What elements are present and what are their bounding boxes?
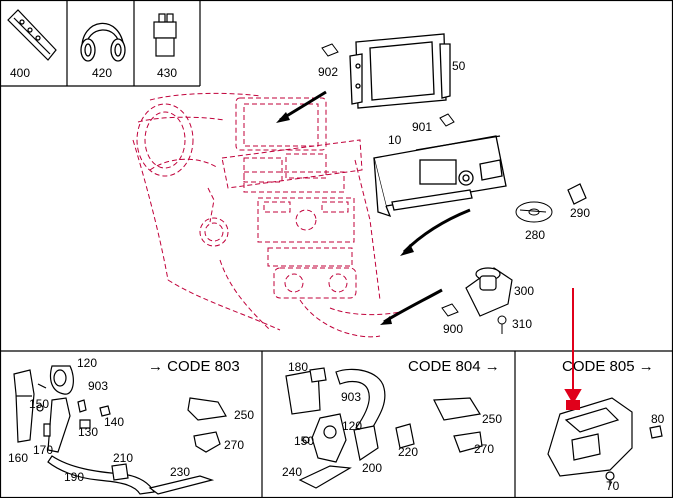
label-400: 400 bbox=[10, 66, 31, 80]
panel-804-parts bbox=[285, 367, 483, 489]
sd-card-drawing bbox=[567, 183, 587, 205]
label-300: 300 bbox=[514, 284, 535, 298]
connector-902-drawing bbox=[321, 43, 339, 57]
label-230-left: 230 bbox=[170, 465, 191, 479]
label-70-right: 70 bbox=[606, 479, 620, 493]
label-160-left: 160 bbox=[8, 451, 29, 465]
pointer-arrows bbox=[279, 90, 471, 324]
code-804-text: CODE 804 bbox=[408, 358, 481, 375]
label-280: 280 bbox=[525, 228, 546, 242]
head-unit-drawing bbox=[373, 135, 507, 218]
label-250-left: 250 bbox=[234, 408, 255, 422]
label-250-mid: 250 bbox=[482, 412, 503, 426]
label-420: 420 bbox=[92, 66, 113, 80]
panel-804-code: CODE 804 → bbox=[408, 359, 500, 374]
dashboard-interior-sketch bbox=[132, 92, 401, 338]
label-200-mid: 200 bbox=[362, 461, 383, 475]
remote-control-drawing bbox=[7, 9, 57, 61]
panel-805-code: CODE 805 → bbox=[562, 359, 654, 374]
arrow-right-icon: → bbox=[638, 358, 654, 375]
label-430: 430 bbox=[157, 66, 178, 80]
label-10: 10 bbox=[388, 133, 402, 147]
callout-arrow bbox=[564, 288, 582, 404]
controller-drawing bbox=[465, 267, 513, 317]
label-170-left: 170 bbox=[33, 443, 54, 457]
label-900: 900 bbox=[443, 322, 464, 336]
panel-803-code: → CODE 803 bbox=[148, 359, 240, 374]
label-150-mid: 150 bbox=[294, 434, 315, 448]
headphones-drawing bbox=[80, 22, 126, 62]
label-901: 901 bbox=[412, 120, 433, 134]
label-902: 902 bbox=[318, 65, 339, 79]
code-803-text: CODE 803 bbox=[167, 358, 240, 375]
connector-900-drawing bbox=[441, 303, 459, 317]
label-50: 50 bbox=[452, 59, 466, 73]
label-270-left: 270 bbox=[224, 438, 245, 452]
label-150-left: 150 bbox=[29, 397, 50, 411]
label-310: 310 bbox=[512, 317, 533, 331]
label-130-left: 130 bbox=[78, 425, 99, 439]
panel-805-parts bbox=[547, 397, 663, 486]
callout-box bbox=[566, 400, 580, 410]
arrow-right-icon: → bbox=[148, 358, 163, 375]
label-240-mid: 240 bbox=[282, 465, 303, 479]
panel-803-parts bbox=[13, 365, 227, 495]
label-270-mid: 270 bbox=[474, 442, 495, 456]
label-80-right: 80 bbox=[651, 412, 665, 426]
disc-drawing bbox=[515, 201, 553, 223]
label-120-mid: 120 bbox=[342, 419, 363, 433]
arrow-right-icon: → bbox=[484, 358, 500, 375]
code-805-text: CODE 805 bbox=[562, 358, 635, 375]
adapter-drawing bbox=[153, 13, 177, 57]
label-220-mid: 220 bbox=[398, 445, 419, 459]
label-290: 290 bbox=[570, 206, 591, 220]
connector-901-drawing bbox=[439, 113, 455, 127]
screw-310-drawing bbox=[497, 315, 507, 334]
display-unit-drawing bbox=[349, 33, 451, 109]
label-903-mid: 903 bbox=[341, 390, 362, 404]
label-210-left: 210 bbox=[113, 451, 134, 465]
label-190-left: 190 bbox=[64, 470, 85, 484]
label-140-left: 140 bbox=[104, 415, 125, 429]
label-903-left: 903 bbox=[88, 379, 109, 393]
label-120-left: 120 bbox=[77, 356, 98, 370]
label-180-mid: 180 bbox=[288, 360, 309, 374]
